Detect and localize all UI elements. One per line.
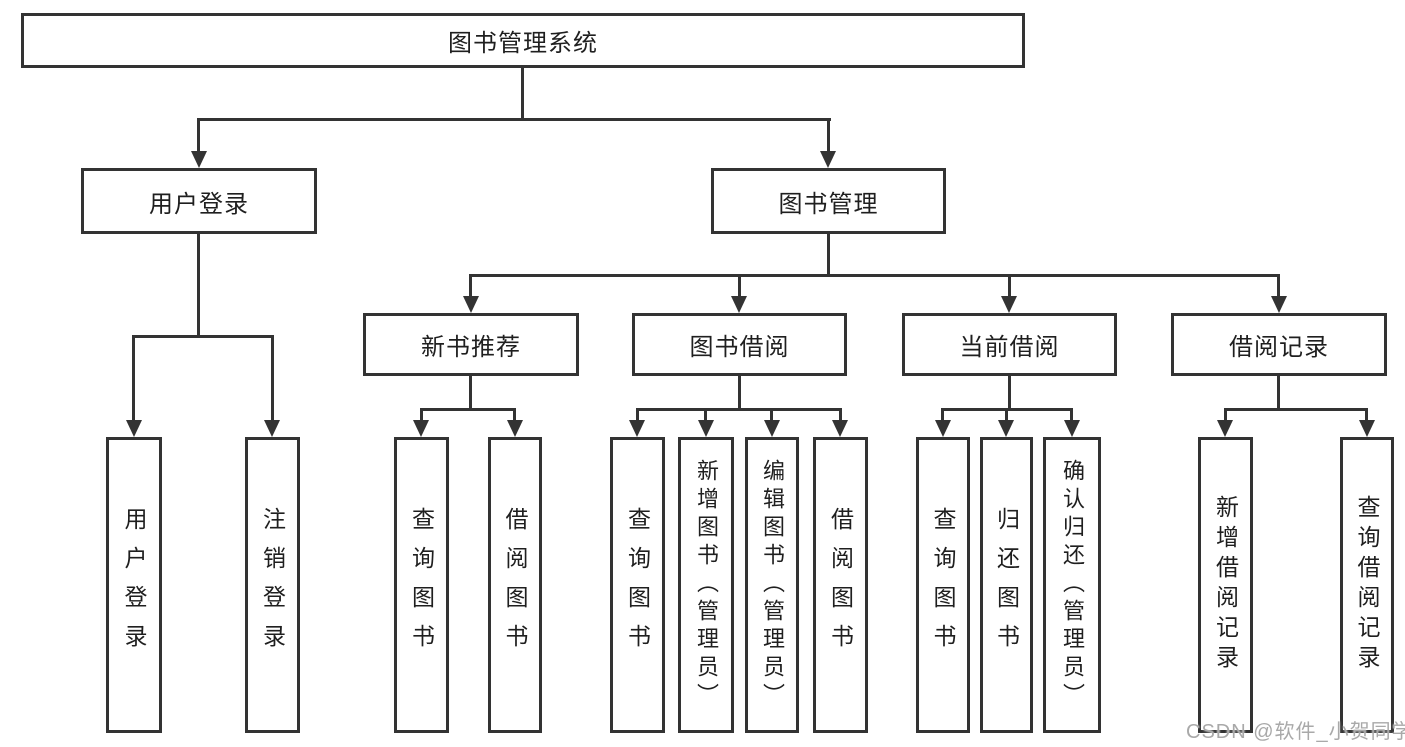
connector-branch bbox=[1224, 408, 1227, 423]
leaf-user-login: 用户登录 bbox=[106, 437, 162, 733]
arrow-down-icon bbox=[820, 151, 836, 168]
arrow-down-icon bbox=[731, 296, 747, 313]
connector-userlogin-bar bbox=[132, 335, 274, 338]
node-book-borrowing: 图书借阅 bbox=[632, 313, 847, 376]
node-borrow-records: 借阅记录 bbox=[1171, 313, 1387, 376]
node-book-management: 图书管理 bbox=[711, 168, 946, 234]
arrow-down-icon bbox=[698, 420, 714, 437]
arrow-down-icon bbox=[998, 420, 1014, 437]
arrow-down-icon bbox=[1271, 296, 1287, 313]
connector-section-stem bbox=[738, 376, 741, 411]
node-new-book-recommend: 新书推荐 bbox=[363, 313, 579, 376]
connector-root-bar bbox=[197, 118, 831, 121]
connector-section-bar bbox=[420, 408, 516, 411]
arrow-down-icon bbox=[629, 420, 645, 437]
leaf-query-books-borrow: 查询图书 bbox=[610, 437, 665, 733]
connector-branch bbox=[770, 408, 773, 423]
connector-root-stem bbox=[521, 68, 524, 119]
arrow-down-icon bbox=[413, 420, 429, 437]
connector-branch bbox=[1008, 274, 1011, 300]
connector-bookmgmt-bar bbox=[469, 274, 1280, 277]
connector-branch bbox=[1005, 408, 1008, 423]
leaf-confirm-return-admin: 确认归还（管理员） bbox=[1043, 437, 1101, 733]
leaf-logout-login: 注销登录 bbox=[245, 437, 300, 733]
connector-branch bbox=[738, 274, 741, 300]
leaf-query-books-recommend: 查询图书 bbox=[394, 437, 449, 733]
arrow-down-icon bbox=[463, 296, 479, 313]
arrow-down-icon bbox=[191, 151, 207, 168]
connector-branch bbox=[636, 408, 639, 423]
connector-branch bbox=[1070, 408, 1073, 423]
leaf-edit-books-admin: 编辑图书（管理员） bbox=[745, 437, 799, 733]
leaf-query-books-current: 查询图书 bbox=[916, 437, 970, 733]
leaf-query-borrow-record: 查询借阅记录 bbox=[1340, 437, 1394, 733]
connector-branch bbox=[1365, 408, 1368, 423]
connector-section-bar bbox=[1224, 408, 1368, 411]
arrow-down-icon bbox=[126, 420, 142, 437]
arrow-down-icon bbox=[1064, 420, 1080, 437]
connector-branch bbox=[469, 274, 472, 300]
connector-bookmgmt-stem bbox=[827, 234, 830, 277]
arrow-down-icon bbox=[264, 420, 280, 437]
leaf-add-books-admin: 新增图书（管理员） bbox=[678, 437, 734, 733]
connector-section-stem bbox=[1277, 376, 1280, 411]
connector-branch bbox=[271, 335, 274, 423]
arrow-down-icon bbox=[507, 420, 523, 437]
connector-branch bbox=[827, 118, 830, 154]
arrow-down-icon bbox=[1001, 296, 1017, 313]
arrow-down-icon bbox=[832, 420, 848, 437]
node-user-login: 用户登录 bbox=[81, 168, 317, 234]
connector-section-bar bbox=[636, 408, 842, 411]
leaf-borrow-books: 借阅图书 bbox=[813, 437, 868, 733]
watermark: CSDN @软件_小贺同学 bbox=[1186, 721, 1405, 743]
connector-branch bbox=[1277, 274, 1280, 300]
leaf-borrow-books-recommend: 借阅图书 bbox=[488, 437, 542, 733]
connector-branch bbox=[941, 408, 944, 423]
connector-branch bbox=[513, 408, 516, 423]
arrow-down-icon bbox=[935, 420, 951, 437]
arrow-down-icon bbox=[764, 420, 780, 437]
leaf-add-borrow-record: 新增借阅记录 bbox=[1198, 437, 1253, 733]
connector-section-stem bbox=[469, 376, 472, 411]
connector-branch bbox=[839, 408, 842, 423]
connector-branch bbox=[132, 335, 135, 423]
connector-section-stem bbox=[1008, 376, 1011, 411]
leaf-return-books: 归还图书 bbox=[980, 437, 1033, 733]
arrow-down-icon bbox=[1217, 420, 1233, 437]
node-current-borrowing: 当前借阅 bbox=[902, 313, 1117, 376]
connector-branch bbox=[197, 118, 200, 154]
connector-branch bbox=[704, 408, 707, 423]
connector-userlogin-stem bbox=[197, 234, 200, 338]
arrow-down-icon bbox=[1359, 420, 1375, 437]
connector-branch bbox=[420, 408, 423, 423]
node-library-system: 图书管理系统 bbox=[21, 13, 1025, 68]
